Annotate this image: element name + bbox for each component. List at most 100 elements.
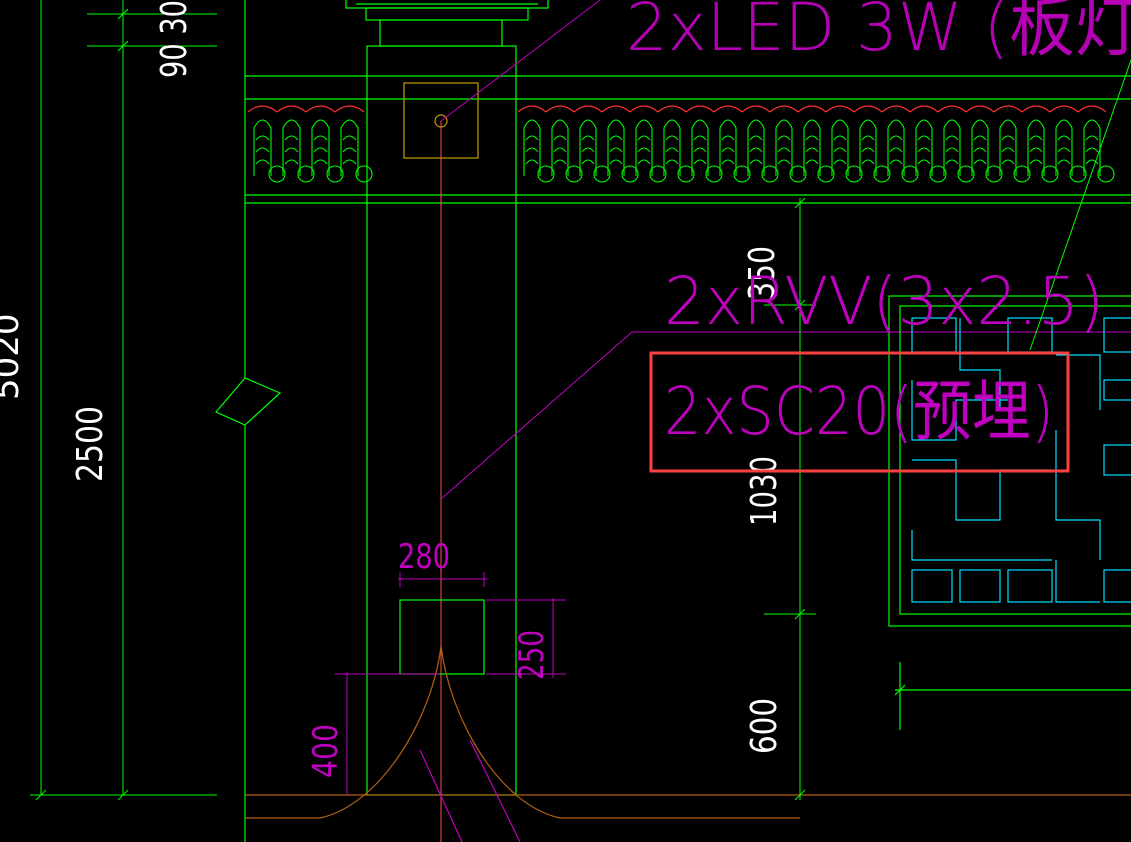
tile-rib (609, 135, 623, 141)
tile-rib (833, 135, 847, 141)
tile-edge (769, 105, 799, 113)
roof-beams (245, 75, 1131, 204)
post-base (245, 645, 1131, 842)
tile-end-disc (1013, 165, 1031, 183)
tile-rib (1057, 135, 1071, 141)
tile-rib (777, 147, 791, 153)
tile-rib (805, 159, 819, 165)
tile-edge (657, 105, 687, 113)
tile-rib (777, 135, 791, 141)
tile-rib (553, 159, 567, 165)
tile (1083, 119, 1101, 176)
dimension-box-width: 280 (398, 537, 450, 577)
tile-end-disc (565, 165, 583, 183)
tile-edge (1049, 105, 1079, 113)
tile-rib (1001, 159, 1015, 165)
tile-end-disc (985, 165, 1003, 183)
tile-rib (284, 135, 299, 141)
tile-rib (313, 159, 328, 165)
tile (311, 119, 330, 176)
tile (943, 119, 961, 176)
tile (887, 119, 905, 176)
tile (635, 119, 653, 176)
tile-rib (889, 159, 903, 165)
tile-rib (749, 159, 763, 165)
tile-end-disc (1041, 165, 1059, 183)
base-dimension (335, 672, 440, 795)
tile-rib (721, 135, 735, 141)
tile-rib (889, 135, 903, 141)
tile-end-disc (268, 165, 286, 183)
tile (253, 119, 272, 176)
tile-rib (284, 159, 299, 165)
tile (551, 119, 569, 176)
tile (663, 119, 681, 176)
junction-box (399, 599, 485, 675)
tile-edge (629, 105, 659, 113)
tile-rib (665, 147, 679, 153)
tile-rib (917, 159, 931, 165)
tile-rib (342, 147, 357, 153)
tile-rib (805, 135, 819, 141)
tile-end-disc (929, 165, 947, 183)
tile-edge (909, 105, 939, 113)
tile-edge (276, 105, 307, 113)
tile-rib (917, 147, 931, 153)
tile-end-disc (761, 165, 779, 183)
dimension-middle-gap: 1030 (744, 456, 785, 526)
tile-end-disc (677, 165, 695, 183)
tile-edge (713, 105, 743, 113)
tile (915, 119, 933, 176)
tile-rib (945, 147, 959, 153)
tile-rib (1085, 147, 1099, 153)
tile-edge (853, 105, 883, 113)
tile-row-icon (247, 105, 373, 183)
lattice-window-icon (888, 295, 1131, 627)
selection-highlight[interactable] (649, 351, 1070, 473)
tile-edge (247, 105, 278, 113)
tile-rib (255, 135, 270, 141)
tile-rib (1057, 159, 1071, 165)
tile-edge (993, 105, 1023, 113)
tile-rib (342, 135, 357, 141)
tile-end-disc (705, 165, 723, 183)
post-capital (345, 0, 549, 47)
annotation-led: 2xLED 3W (板灯) (626, 0, 1131, 66)
tile-rib (581, 147, 595, 153)
tile (691, 119, 709, 176)
tile-edge (937, 105, 967, 113)
tile (775, 119, 793, 176)
tile-end-disc (326, 165, 344, 183)
tile-rib (833, 159, 847, 165)
tile-edge (685, 105, 715, 113)
dimension-left-partial: 5020 (0, 313, 27, 400)
tile-end-disc (789, 165, 807, 183)
leader-line-led (1029, 59, 1131, 351)
tile-rib (581, 159, 595, 165)
tile (282, 119, 301, 176)
tile-rib (665, 159, 679, 165)
tile-rib (1001, 135, 1015, 141)
tile-rib (861, 135, 875, 141)
tile-end-disc (901, 165, 919, 183)
tile-rib (313, 135, 328, 141)
lower-rail (894, 662, 1131, 730)
annotation-conduit: 2xSC20(预埋) (664, 373, 1054, 450)
tile-rib (973, 159, 987, 165)
tile-edge (1021, 105, 1051, 113)
dimension-upper-gap: 350 (742, 246, 783, 300)
tile-rib (861, 159, 875, 165)
junction-box-dimension (398, 572, 566, 678)
tile-rib (945, 159, 959, 165)
tile-end-disc (1069, 165, 1087, 183)
tile-rib (553, 135, 567, 141)
tile-rib (973, 135, 987, 141)
tile-edge (601, 105, 631, 113)
leader-line-conduit (440, 331, 1131, 500)
tile-end-disc (873, 165, 891, 183)
tile-rib (553, 147, 567, 153)
tile-rib (284, 147, 299, 153)
tile-rib (609, 147, 623, 153)
tile-rib (637, 159, 651, 165)
